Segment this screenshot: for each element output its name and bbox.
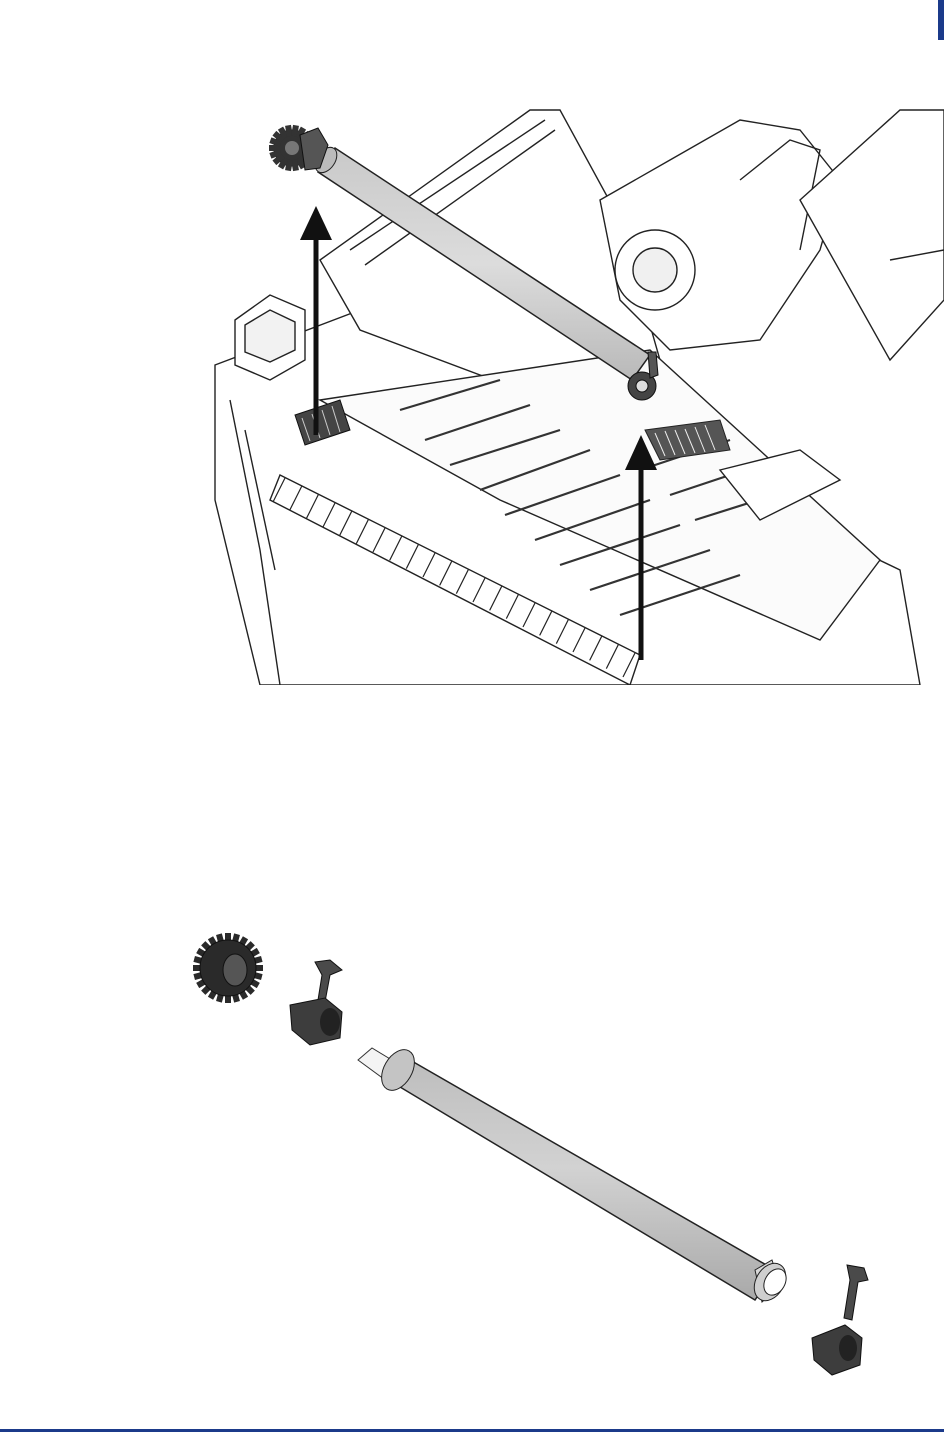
chapter-tab [938, 0, 944, 40]
printer-body [215, 110, 944, 685]
drive-gear-icon [193, 933, 263, 1003]
roller-bearing-left-icon [290, 960, 342, 1045]
platen-roller-icon [358, 1044, 792, 1306]
roller-bearing-right-icon [812, 1265, 868, 1375]
exploded-view-illustration [180, 920, 900, 1400]
removal-illustration [200, 100, 944, 685]
